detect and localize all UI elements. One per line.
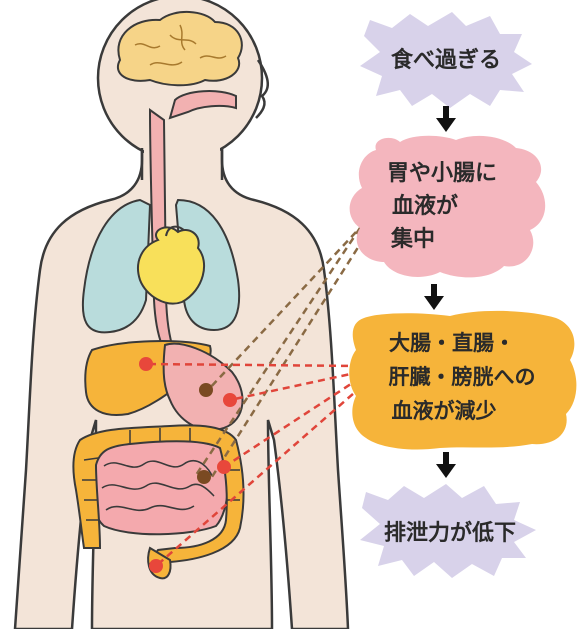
- heart: [137, 226, 206, 305]
- step3-line2: 肝臓・膀胱への: [389, 365, 536, 389]
- human-body: [13, 0, 350, 629]
- face-profile: [255, 59, 270, 119]
- down-arrow-icon: [436, 452, 456, 478]
- rectum-marker: [149, 559, 163, 573]
- cloud-purple-1: [360, 12, 532, 108]
- organ-markers: [139, 357, 237, 573]
- down-arrow-icon: [424, 284, 444, 310]
- step2-line2: 血液が: [392, 193, 458, 219]
- step2-line1: 胃や小腸に: [387, 161, 497, 186]
- stomach-marker: [199, 383, 213, 397]
- small-intestine-marker: [197, 470, 211, 484]
- cloud-purple-2: [360, 484, 536, 578]
- step1-text: 食べ過ぎる: [391, 47, 501, 73]
- brain: [117, 10, 243, 87]
- airway: [168, 90, 237, 120]
- cloud-orange: [349, 310, 577, 450]
- flow-step-2: 胃や小腸に 血液が 集中: [349, 135, 546, 278]
- connector-lines: [145, 227, 366, 567]
- left-lung: [81, 198, 152, 334]
- step4-text: 排泄力が低下: [384, 520, 516, 546]
- down-arrow-icon: [436, 106, 456, 132]
- step2-line3: 集中: [390, 226, 435, 252]
- large-intestine: [72, 424, 245, 571]
- bladder-marker: [217, 460, 231, 474]
- flow-step-3: 大腸・直腸・ 肝臓・膀胱への 血液が減少: [349, 310, 577, 450]
- flow-step-1: 食べ過ぎる: [360, 12, 532, 108]
- step3-line1: 大腸・直腸・: [389, 331, 515, 355]
- step3-line3: 血液が減少: [392, 399, 497, 423]
- colon-marker: [223, 393, 237, 407]
- liver-marker: [139, 357, 153, 371]
- flow-step-4: 排泄力が低下: [360, 484, 536, 578]
- cloud-pink: [349, 135, 546, 278]
